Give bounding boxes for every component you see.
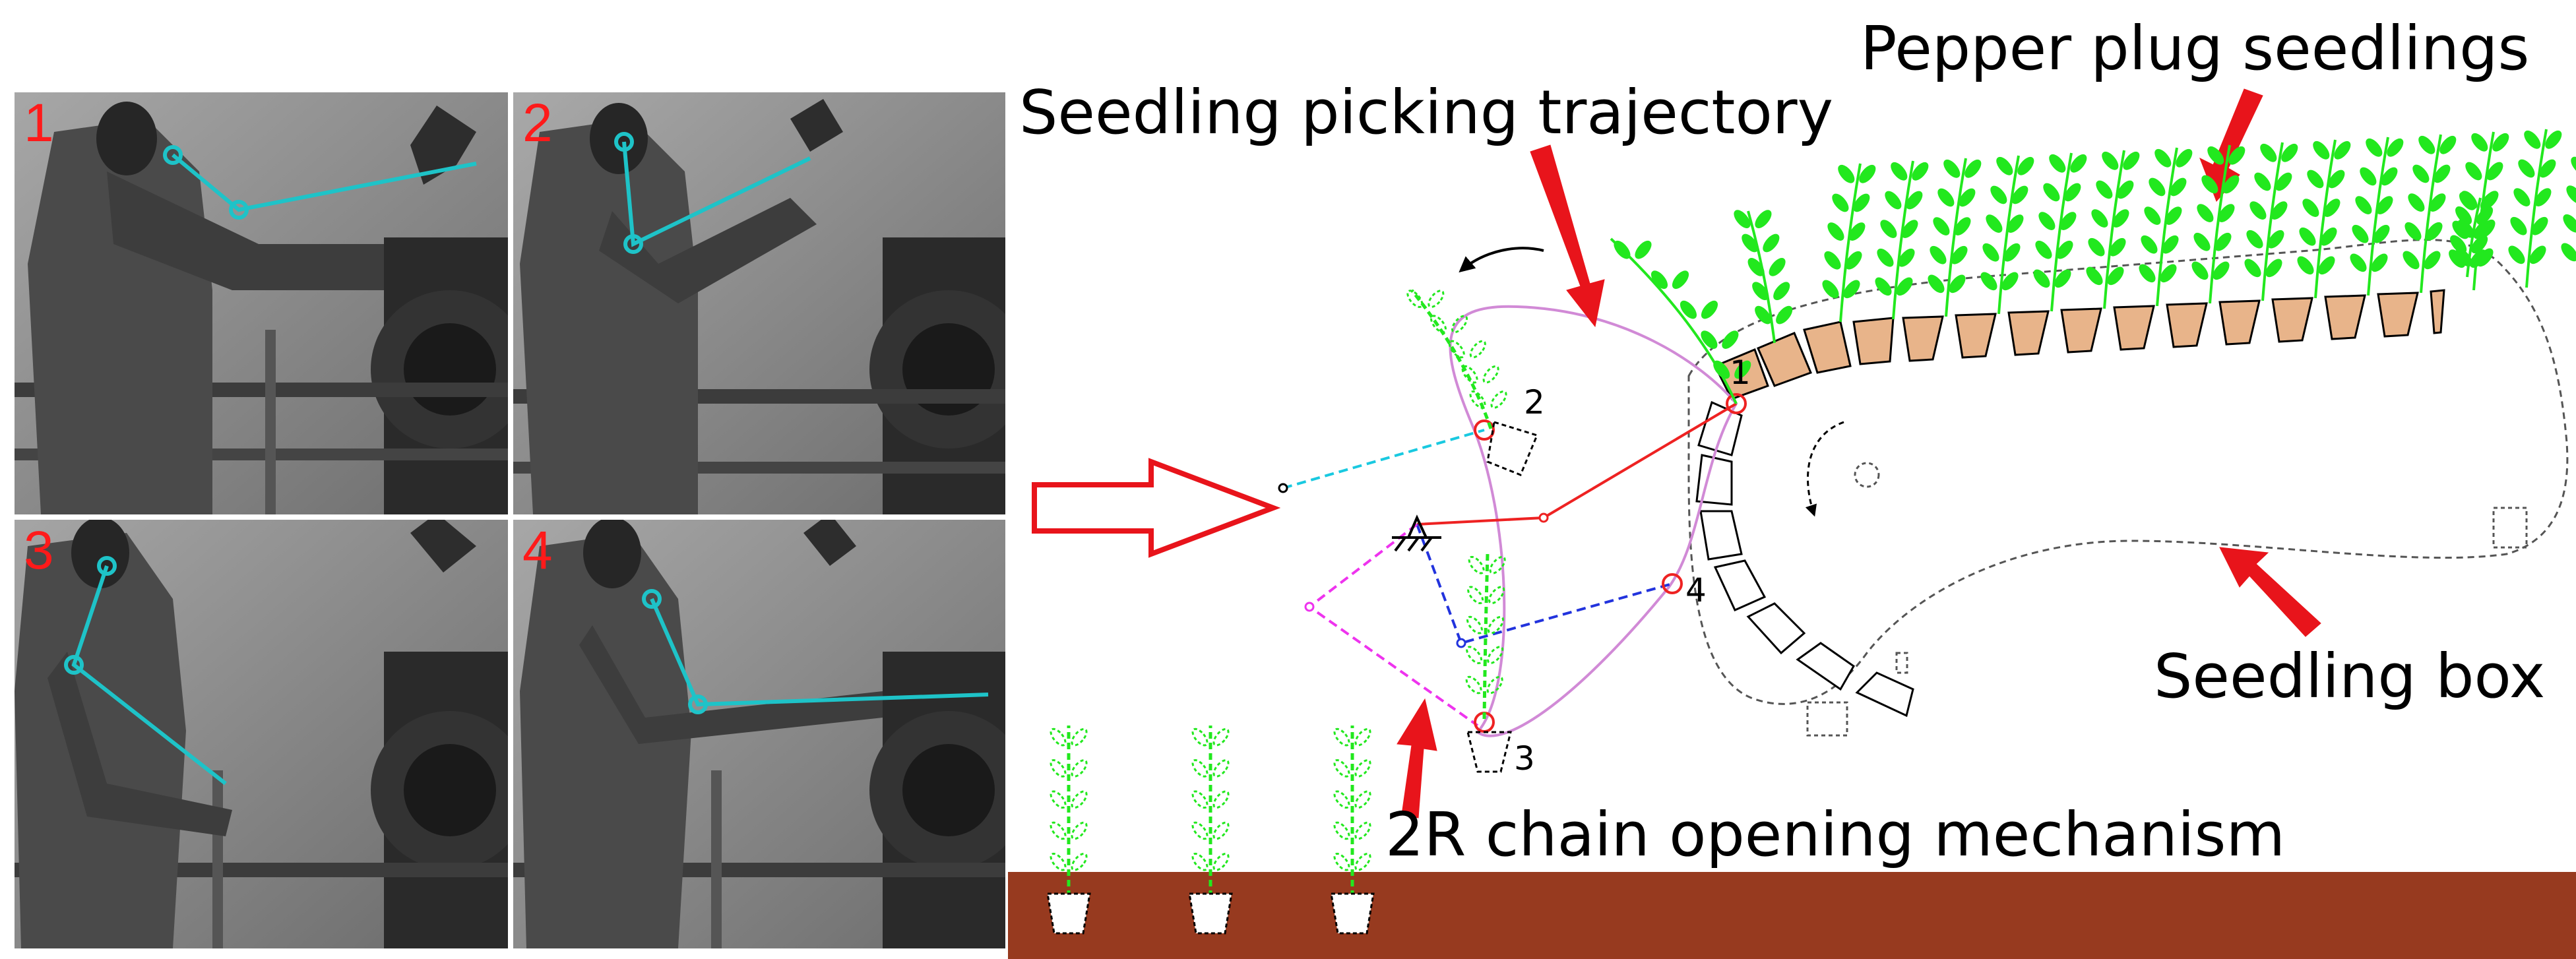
joint-markers [1278,483,1549,648]
photo-panel-3: 3 [15,520,508,948]
seedling [2508,129,2562,288]
cyan-link [1282,429,1485,489]
seedling [2033,152,2087,312]
photo-number: 1 [24,93,54,153]
seedling [1734,210,1793,344]
photo-1-image [15,92,508,514]
seedling [2191,144,2246,304]
photo-number: 3 [24,520,54,580]
photo-2-image [513,92,1005,514]
seedling [2244,142,2298,301]
planted-pot [1188,892,1233,935]
photo-3-image [15,520,508,948]
seedling [1610,237,1751,404]
seedling [1050,726,1088,897]
seedling-box-brackets [1806,462,2528,737]
picking-cups [1466,421,1539,773]
photo-panel-2: 2 [513,92,1005,514]
magenta-link [1307,523,1479,727]
soil-strip [1008,872,2576,959]
plug-cells-filled [1713,289,2445,400]
arm-seedlings [1406,237,1751,720]
photo-panel-1: 1 [15,92,508,514]
seedling [2297,139,2351,299]
position-label-3: 3 [1514,739,1535,778]
seedling [2086,150,2140,309]
trajectory-positions [1474,393,1747,733]
seedling [1406,289,1507,429]
photo-number: 4 [522,520,553,580]
seedling [1822,163,1876,323]
seedling [1928,158,1982,317]
position-label-4: 4 [1685,571,1707,609]
pointer-arrows [1397,88,2321,819]
linkage [1282,402,1738,727]
seedling [2350,137,2404,296]
drum-rotation-arrow [1805,421,1844,517]
planted-seedlings [1046,726,1375,935]
planted-pot [1046,892,1091,935]
label-pepper-plug-seedlings: Pepper plug seedlings [1860,13,2530,84]
seedling [2403,134,2457,294]
hollow-red-arrow [1032,458,1281,558]
position-label-2: 2 [1524,383,1545,421]
seedling [2561,156,2576,262]
pointer-arrow-trajectory [1530,144,1605,328]
photo-number: 2 [522,93,553,153]
seedling [1875,160,1929,320]
trajectory-direction-arrow [1459,247,1544,273]
seedling [1191,726,1230,897]
plug-cells-empty [1695,400,1914,718]
seedling [2449,192,2497,278]
seedling [1333,726,1371,898]
photo-4-image [513,520,1005,948]
planted-pot [1330,892,1375,935]
label-seedling-picking-trajectory: Seedling picking trajectory [1019,77,1834,148]
picking-trajectory-curve [1449,305,1738,737]
seedling [2139,147,2193,307]
seedling [1465,553,1506,720]
photo-panel-4: 4 [513,520,1005,948]
label-seedling-box: Seedling box [2154,641,2546,712]
seedling-box-outline [1687,239,2569,705]
position-label-1: 1 [1730,354,1751,392]
label-chain-opening-mechanism: 2R chain opening mechanism [1385,799,2286,870]
ground-pivot [1392,514,1441,552]
pointer-arrow-chain [1397,698,1437,819]
pepper-seedlings [1734,129,2576,344]
blue-link [1416,524,1673,645]
pointer-arrow-box [2219,547,2321,637]
seedling [1980,155,2034,315]
